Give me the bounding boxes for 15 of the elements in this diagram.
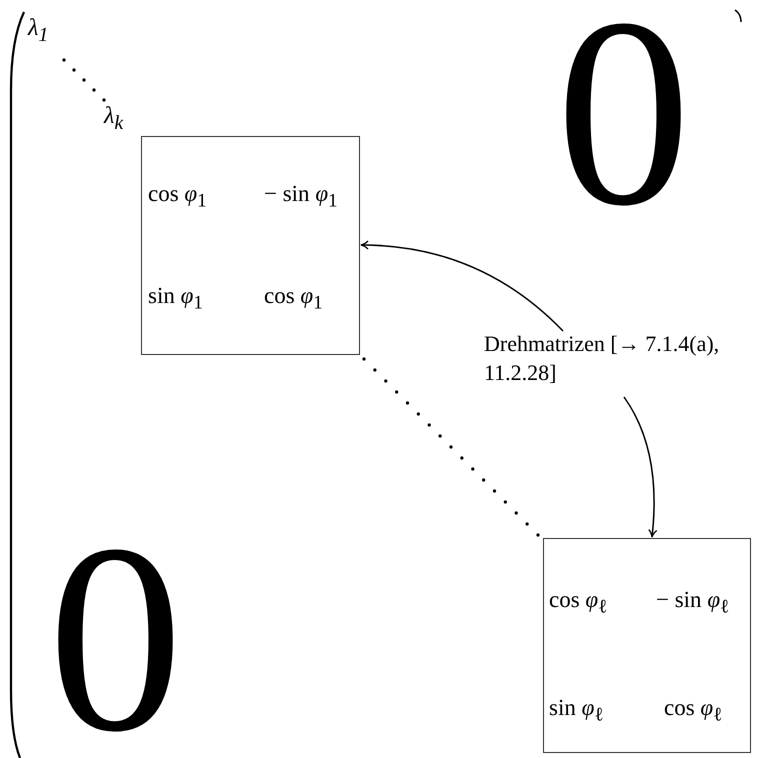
- matrix-entry: sin φ$_{ℓ}$: [549, 695, 604, 726]
- zero-block-label: 0: [48, 504, 183, 758]
- eigenvalue-label: λ$_{1}$: [28, 16, 48, 45]
- matrix-entry: cos φ$_{ℓ}$: [664, 695, 722, 726]
- matrix-block: [141, 136, 360, 355]
- zero-block-label: 0: [556, 0, 691, 248]
- matrix-entry: − sin φ$_{ℓ}$: [656, 587, 730, 618]
- matrix-entry: cos φ$_{ℓ}$: [549, 587, 608, 618]
- matrix-entry: sin φ$_{1}$: [148, 283, 203, 314]
- annotation-text: Drehmatrizen [→ 7.1.4(a), 11.2.28]: [484, 330, 744, 388]
- matrix-entry: cos φ$_{1}$: [264, 283, 323, 314]
- matrix-block: [543, 538, 751, 753]
- matrix-entry: − sin φ$_{1}$: [264, 181, 338, 212]
- eigenvalue-label: λ$_{k}$: [104, 104, 124, 133]
- matrix-entry: cos φ$_{1}$: [148, 181, 207, 212]
